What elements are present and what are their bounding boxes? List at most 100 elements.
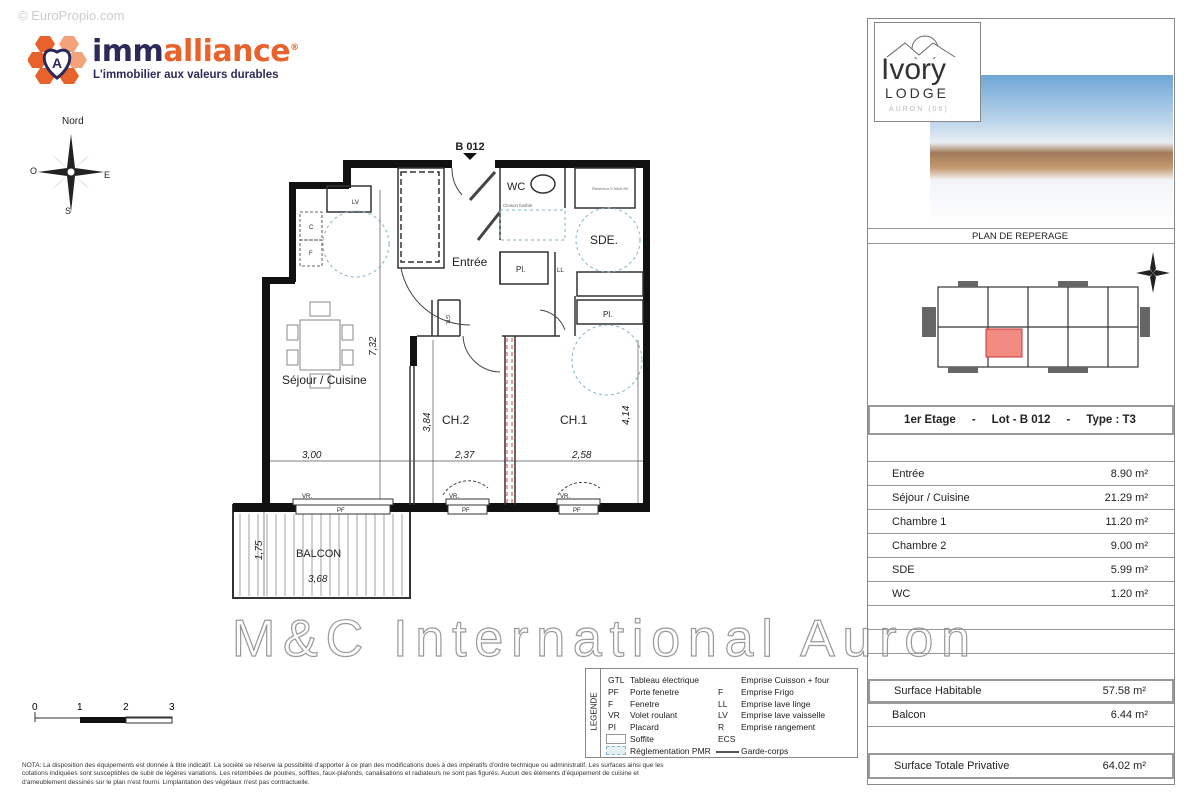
legend-label: Emprise Frigo — [741, 686, 794, 697]
dimension: 3,84 — [422, 412, 433, 432]
lot-marker: B 012 — [455, 141, 484, 153]
scale-tick: 2 — [123, 702, 129, 713]
room-area: 5.99 m² — [1110, 563, 1148, 576]
pmr-swatch — [606, 746, 626, 755]
room-name: Entrée — [892, 467, 925, 480]
mountain-sun-icon — [886, 35, 956, 59]
site-plan — [922, 252, 1170, 373]
site-compass-icon — [1136, 252, 1170, 293]
info-panel: Ivory LODGE AURON (06) PLAN DE REPERAGE … — [867, 18, 1175, 785]
door-swings — [400, 167, 601, 496]
legend-label: Emprise lave vaisselle — [741, 710, 826, 721]
brand-tagline: L'immobilier aux valeurs durables — [93, 69, 279, 81]
room-area-row: Entrée 8.90 m² — [868, 461, 1174, 485]
legend-code: VR — [608, 710, 620, 721]
legend-label: Placard — [630, 722, 659, 733]
label-vr: VR. — [449, 494, 459, 500]
dimension: 7,32 — [368, 336, 379, 356]
label-pf: PF — [462, 508, 470, 514]
room-area-row: WC 1.20 m² — [868, 581, 1174, 605]
scale-tick: 1 — [77, 702, 83, 713]
scale-tick: 3 — [169, 702, 175, 713]
windows — [292, 498, 601, 515]
room-name: Chambre 1 — [892, 515, 947, 528]
label-lave-linge: LL — [557, 268, 564, 274]
garde-corps-swatch — [716, 751, 739, 753]
dimension: 2,37 — [454, 450, 475, 461]
legend-label: Fenetre — [630, 698, 660, 709]
dimension-lines — [263, 190, 643, 596]
balcony — [232, 504, 411, 599]
legend-label: Porte fenetre — [630, 686, 680, 697]
room-area-row: Séjour / Cuisine 21.29 m² — [868, 485, 1174, 509]
legend-code: LV — [718, 710, 728, 721]
room-area: 11.20 m² — [1105, 515, 1148, 528]
room-name: Séjour / Cuisine — [892, 491, 970, 504]
compass-north: Nord — [62, 116, 84, 127]
legend-label: Emprise lave linge — [741, 698, 811, 709]
plan-watermark: M&C International Auron — [232, 610, 970, 668]
dimension: 3,00 — [302, 450, 322, 461]
compass-south: S — [65, 206, 72, 216]
label-pf: PF — [573, 508, 581, 514]
compass-west: O — [30, 166, 38, 176]
entrance-arrow-icon — [463, 153, 477, 160]
legend-code: GTL — [608, 675, 625, 685]
label-receveur: Receveur 0.90x0.90 — [592, 186, 629, 191]
label-cloison: Cloison fusible — [503, 203, 533, 208]
outer-walls — [233, 160, 650, 512]
label-vr: VR. — [560, 494, 570, 500]
label-cuisson: C — [309, 225, 314, 231]
legend-code: PI — [608, 722, 617, 733]
room-balcon: BALCON — [296, 548, 341, 560]
label-frigo: F — [309, 251, 313, 257]
room-area: 1.20 m² — [1110, 587, 1148, 600]
legend-code: R — [718, 722, 725, 733]
disclaimer-note: NOTA: La disposition des équipements est… — [22, 762, 664, 786]
room-ch1: CH.1 — [560, 413, 588, 427]
brand-logo-icon: A — [28, 36, 87, 84]
label-lave-vaisselle: LV — [352, 200, 359, 206]
empty-row — [868, 629, 1174, 653]
compass-east: E — [104, 170, 111, 180]
room-sejour: Séjour / Cuisine — [282, 373, 367, 387]
interior-walls — [299, 167, 644, 505]
legend-label: Tableau électrique — [630, 675, 699, 685]
room-ch2: CH.2 — [442, 413, 470, 427]
legend-label: Emprise rangement — [741, 722, 816, 733]
svg-text:A: A — [52, 55, 62, 71]
soffite-swatch — [606, 734, 626, 744]
legend-label: Garde-corps — [741, 745, 789, 756]
legend-label: Volet roulant — [630, 710, 678, 721]
room-name: WC — [892, 587, 911, 600]
room-area: 21.29 m² — [1104, 491, 1148, 504]
dimension: 3,68 — [308, 574, 328, 585]
legend-label: Réglementation PMR — [630, 745, 711, 756]
room-area: 8.90 m² — [1110, 467, 1148, 480]
site-watermark: © EuroPropio.com — [18, 8, 125, 23]
room-area: 9.00 m² — [1110, 539, 1148, 552]
dimension: 4,14 — [621, 405, 632, 425]
pmr-circles — [322, 207, 643, 396]
dining-table — [286, 301, 354, 389]
plan-reperage-title: PLAN DE REPERAGE — [868, 228, 1174, 244]
label-gtl: GTL — [444, 315, 450, 325]
legend-code: PF — [608, 686, 619, 697]
legend-code: ECS — [718, 734, 736, 744]
label-placard: Pl. — [603, 310, 612, 319]
project-logo: Ivory LODGE AURON (06) — [874, 22, 981, 122]
legend-label: Soffite — [630, 734, 654, 744]
legend-label: Emprise Cuisson + four — [741, 675, 830, 685]
empty-row — [868, 653, 1174, 677]
legend-code: F — [718, 686, 724, 697]
scale-tick: 0 — [32, 702, 38, 713]
legend-code: LL — [718, 698, 728, 709]
room-area-row: Chambre 1 11.20 m² — [868, 509, 1174, 533]
